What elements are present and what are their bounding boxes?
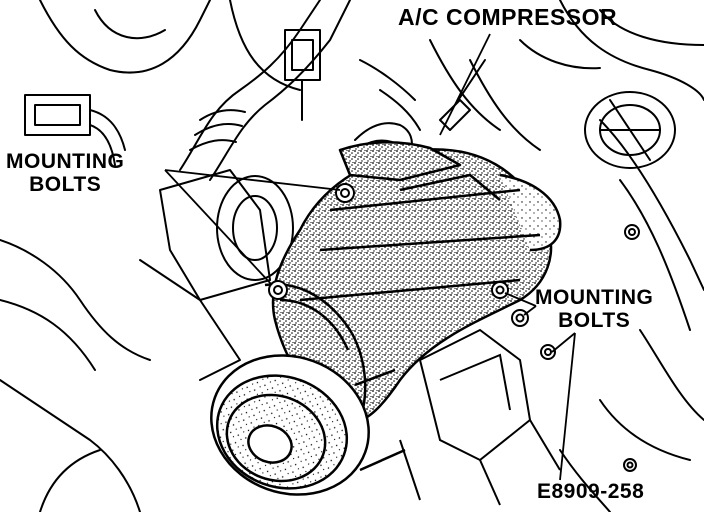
mounting-bolts-label-left: MOUNTING BOLTS bbox=[6, 150, 124, 196]
mounting-bolts-label-right: MOUNTING BOLTS bbox=[535, 286, 653, 332]
mounting-bolts-left-line1: MOUNTING bbox=[6, 150, 125, 173]
mounting-bolts-left-line2: BOLTS bbox=[29, 173, 102, 196]
mounting-bolts-right-line1: MOUNTING bbox=[535, 286, 654, 309]
figure-id-label: E8909-258 bbox=[537, 480, 645, 503]
compressor-label: A/C COMPRESSOR bbox=[398, 4, 618, 30]
mounting-bolts-right-line2: BOLTS bbox=[558, 309, 631, 332]
